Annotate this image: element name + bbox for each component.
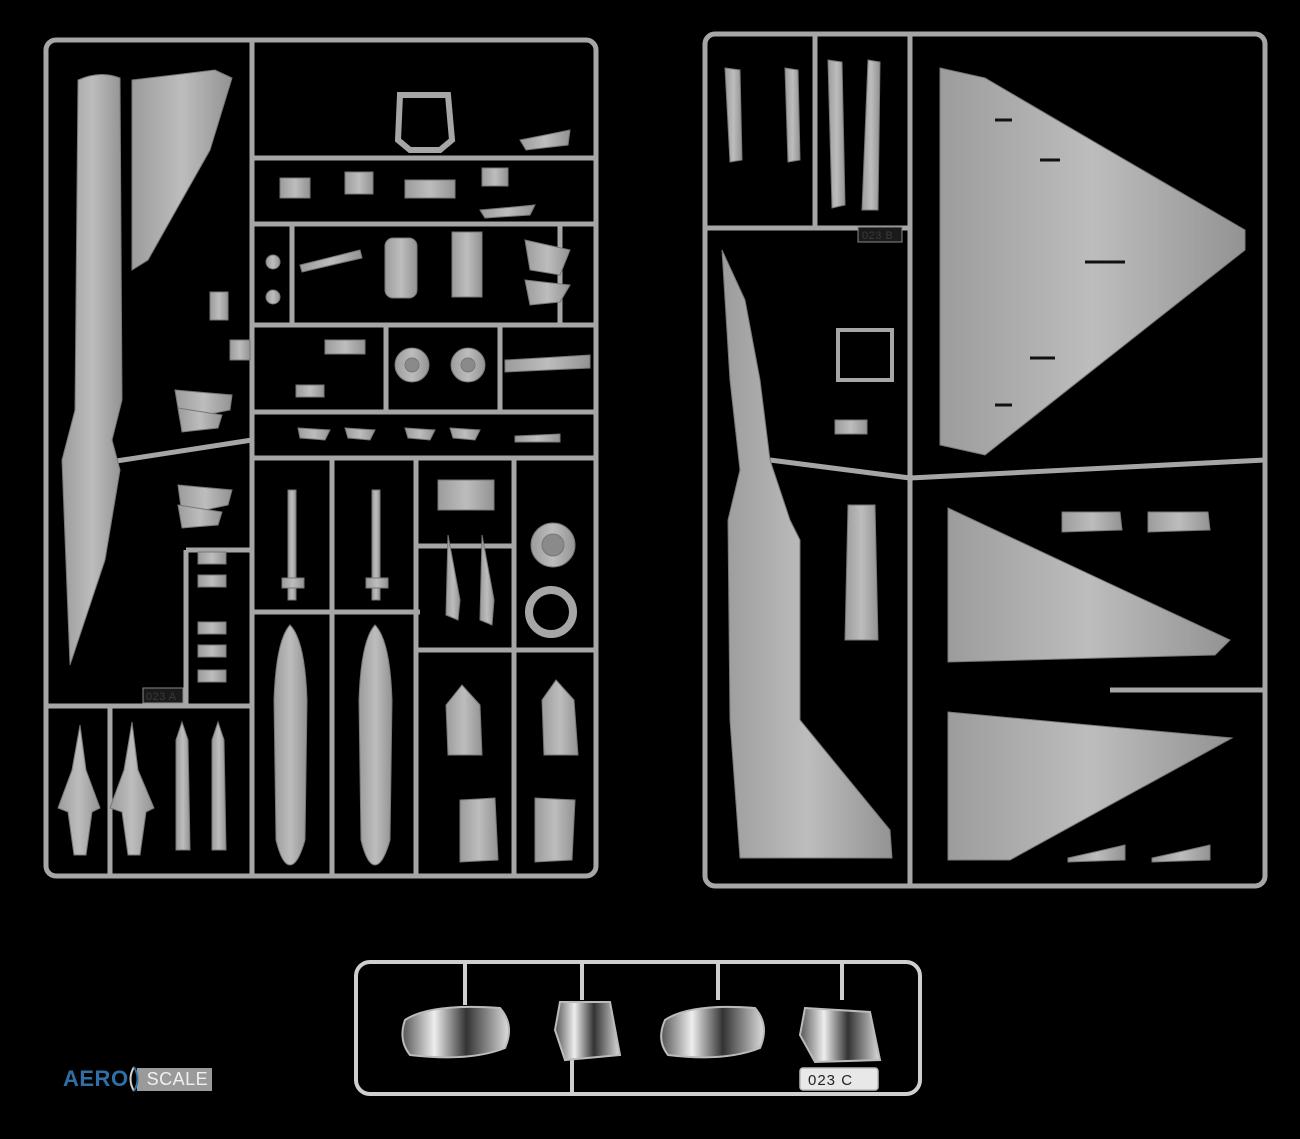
- watermark-scale: SCALE: [136, 1067, 213, 1091]
- canopy-2: [660, 1005, 765, 1059]
- sprue-a: [43, 37, 599, 879]
- sprue-a-label: 023 A: [146, 691, 177, 703]
- watermark-aero: AERO: [63, 1066, 129, 1091]
- sprue-b-tag: 023 B: [857, 226, 903, 243]
- delta-wing-lower-1: [947, 507, 1231, 663]
- sprue-b-label: 023 B: [862, 230, 893, 242]
- sprue-a-tag: 023 A: [142, 687, 184, 704]
- sprue-a-parts: [57, 69, 591, 866]
- sprue-b-parts: [721, 59, 1246, 863]
- windscreen-2: [798, 1006, 882, 1064]
- canopy-1: [401, 1005, 510, 1059]
- sprue-b-wing-details: [995, 118, 1125, 407]
- delta-wing-lower-2: [947, 711, 1234, 861]
- sprue-c-label: 023 C: [808, 1072, 853, 1089]
- aeroscale-watermark: AERO SCALE: [63, 1066, 213, 1092]
- windscreen-1: [553, 1001, 622, 1062]
- canopy-parts: [401, 1001, 882, 1064]
- fuselage-half: [721, 249, 893, 859]
- sprue-c-tag: 023 C: [799, 1067, 879, 1091]
- sprue-c: [354, 960, 922, 1096]
- swirl-icon: [129, 1066, 139, 1092]
